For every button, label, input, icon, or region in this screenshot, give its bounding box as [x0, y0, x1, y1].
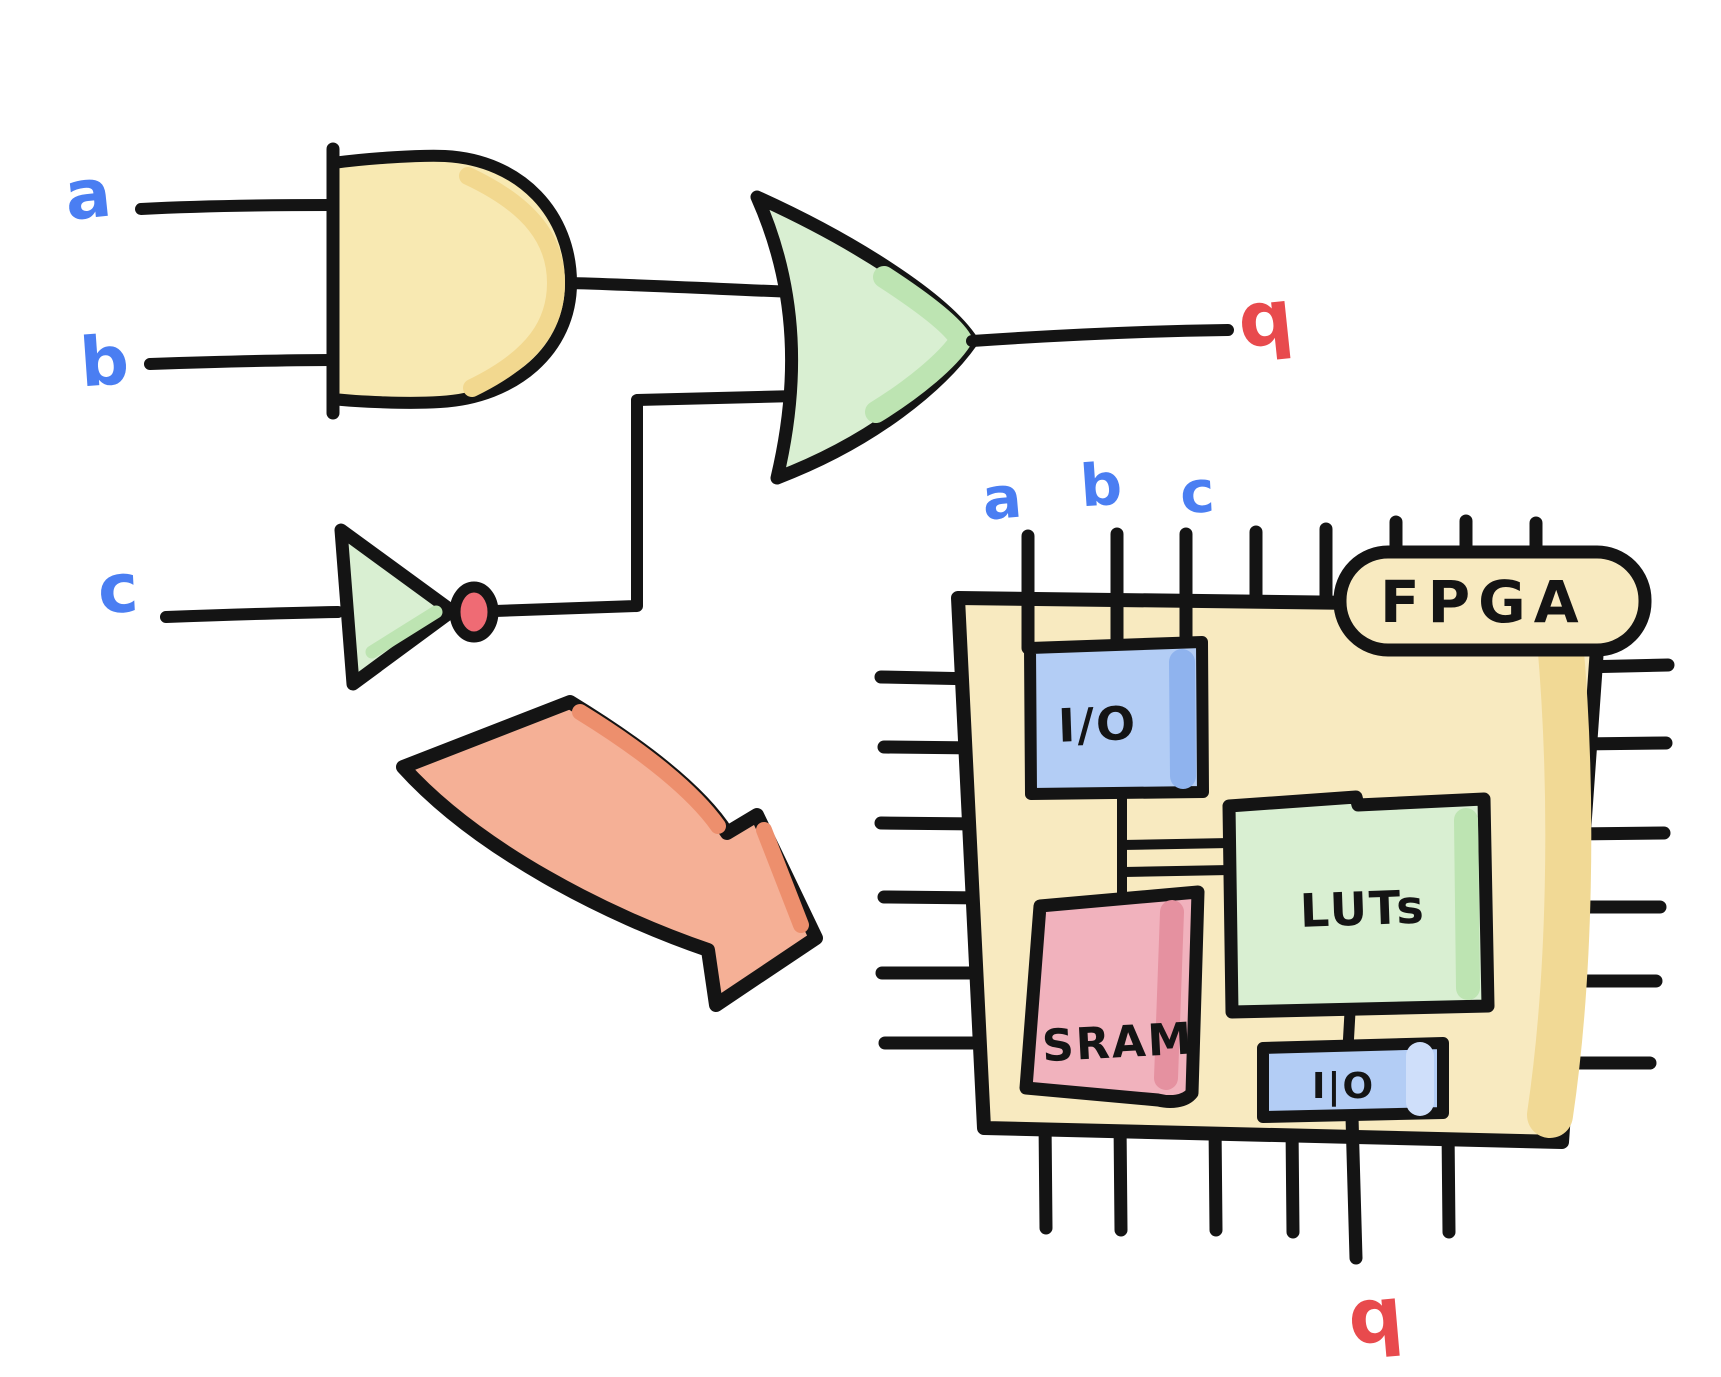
- luts-block: LUTs: [1222, 790, 1495, 1019]
- chip-pin-bottom: [1285, 1119, 1300, 1239]
- mapping-arrow-body: [396, 695, 823, 1012]
- fpga-chip: FPGA I/O LUTs SRAM: [874, 450, 1675, 1362]
- and-gate: [326, 142, 577, 420]
- io-bottom-box: [1257, 1037, 1449, 1123]
- label-input-c: c: [96, 549, 140, 630]
- label-input-b: b: [77, 321, 131, 403]
- and-gate-body: [327, 149, 577, 409]
- mapping-arrow: [396, 695, 823, 1012]
- chip-body-shade: [1527, 617, 1592, 1138]
- or-gate-body: [750, 190, 979, 485]
- fpga-tag-label: FPGA: [1380, 568, 1587, 636]
- wire-input-b: [144, 354, 338, 370]
- wire-input-a: [135, 199, 338, 215]
- wire-input-c: [160, 606, 344, 623]
- logic-circuit: a b c q: [61, 142, 1297, 691]
- io-top-box: [1024, 636, 1209, 800]
- sram-block: SRAM: [1019, 885, 1205, 1108]
- or-gate: [750, 190, 979, 485]
- mapping-arrow-shade-head: [756, 822, 809, 933]
- not-gate-shade: [365, 605, 443, 659]
- chip-pin-q: [1345, 1110, 1363, 1265]
- fpga-tag-box: [1333, 545, 1652, 657]
- fpga-label-c: c: [1178, 457, 1216, 527]
- io-bottom-block: I|O: [1257, 1037, 1449, 1123]
- io-top-label: I/O: [1057, 696, 1138, 753]
- mapping-arrow-shade-tail: [572, 704, 726, 834]
- wire-not-to-or: [489, 390, 803, 617]
- wire-or-output: [966, 324, 1234, 347]
- luts-box: [1222, 790, 1495, 1019]
- label-output-q: q: [1234, 271, 1297, 365]
- not-gate-body: [334, 523, 459, 691]
- sram-label: SRAM: [1041, 1013, 1195, 1072]
- label-input-a: a: [61, 154, 115, 237]
- fpga-input-pins: [1021, 527, 1193, 655]
- wire-io-luts-2: [1119, 865, 1235, 877]
- chip-pin-bottom: [1208, 1117, 1223, 1237]
- wire-io-luts-1: [1117, 838, 1235, 850]
- io-top-shade: [1169, 649, 1196, 789]
- sram-shade: [1154, 900, 1184, 1090]
- fpga-label-a: a: [979, 463, 1024, 534]
- not-gate: [334, 523, 499, 691]
- fpga-label-q: q: [1344, 1269, 1406, 1362]
- sram-box: [1019, 885, 1205, 1108]
- chip-pin-bottom: [1038, 1113, 1053, 1235]
- fpga-label-b: b: [1078, 450, 1124, 521]
- luts-label: LUTs: [1299, 880, 1426, 938]
- io-top-block: I/O: [1024, 636, 1209, 800]
- wire-and-to-or: [565, 277, 800, 298]
- fpga-tag: FPGA: [1333, 545, 1652, 657]
- chip-pin-bottom: [1113, 1115, 1128, 1237]
- luts-shade: [1454, 808, 1480, 1000]
- chip-interconnect: [1117, 789, 1235, 903]
- not-bubble: [449, 581, 499, 643]
- or-gate-shade: [865, 266, 974, 423]
- io-bottom-label: I|O: [1312, 1066, 1375, 1107]
- and-gate-shade: [459, 167, 566, 397]
